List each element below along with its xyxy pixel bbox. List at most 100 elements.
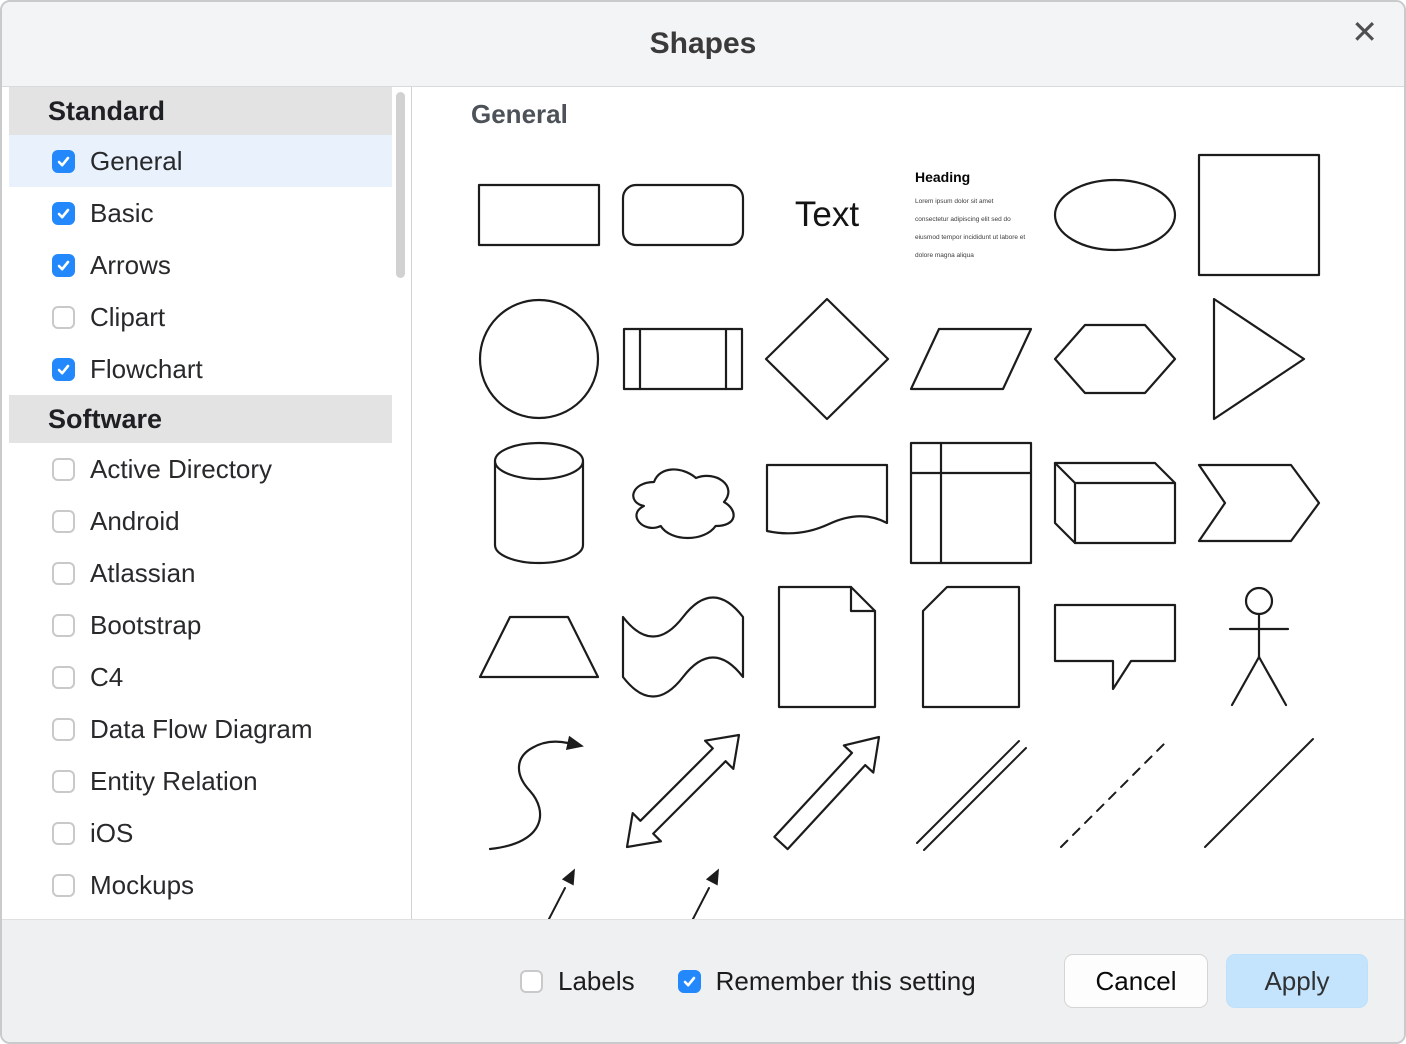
cancel-button[interactable]: Cancel: [1064, 954, 1208, 1008]
card-icon: [921, 585, 1021, 709]
dialog-titlebar: Shapes ✕: [2, 2, 1404, 87]
sidebar-item-flowchart[interactable]: Flowchart: [9, 343, 392, 395]
sidebar-scrollbar-thumb[interactable]: [396, 92, 405, 278]
sidebar-item-mockups[interactable]: Mockups: [9, 859, 392, 911]
checkbox-arrows[interactable]: [52, 253, 75, 277]
sidebar-item-label: Entity Relation: [90, 765, 258, 796]
sidebar-item-android[interactable]: Android: [9, 495, 392, 547]
process-icon: [622, 327, 744, 391]
shape-hexagon[interactable]: [1043, 287, 1187, 431]
labels-checkbox[interactable]: [520, 969, 543, 993]
sidebar-item-label: Android: [90, 505, 180, 536]
shape-text[interactable]: Text: [755, 143, 899, 287]
textbox-title: Heading: [915, 168, 971, 185]
checkbox-active-directory[interactable]: [52, 457, 75, 481]
sidebar-item-label: Flowchart: [90, 353, 203, 384]
shape-link[interactable]: [899, 719, 1043, 863]
sidebar-item-data-flow-diagram[interactable]: Data Flow Diagram: [9, 703, 392, 755]
shape-directional-edge[interactable]: [611, 863, 755, 919]
labels-checkbox-row[interactable]: Labels: [520, 966, 635, 997]
curve-icon: [488, 735, 584, 851]
checkbox-clipart[interactable]: [52, 305, 75, 329]
remember-checkbox-row[interactable]: Remember this setting: [677, 965, 976, 997]
bidirectional-arrow-icon: [625, 733, 741, 849]
checkbox-data-flow-diagram[interactable]: [52, 717, 75, 741]
shape-bidirectional-arrow[interactable]: [611, 719, 755, 863]
sidebar-item-ios[interactable]: iOS: [9, 807, 392, 859]
checkbox-atlassian[interactable]: [52, 561, 75, 585]
shape-square[interactable]: [1187, 143, 1331, 287]
shape-triangle[interactable]: [1187, 287, 1331, 431]
shape-rounded-rectangle[interactable]: [611, 143, 755, 287]
sidebar-item-label: Active Directory: [90, 453, 273, 484]
checkbox-ios[interactable]: [52, 821, 75, 845]
shape-process[interactable]: [611, 287, 755, 431]
shape-directional-edge[interactable]: [467, 863, 611, 919]
sidebar-item-label: Mockups: [90, 869, 195, 900]
diamond-icon: [764, 297, 890, 421]
checkbox-android[interactable]: [52, 509, 75, 533]
shape-actor[interactable]: [1187, 575, 1331, 719]
shape-note[interactable]: [755, 575, 899, 719]
sidebar-item-clipart[interactable]: Clipart: [9, 291, 392, 343]
shape-step[interactable]: [1187, 431, 1331, 575]
sidebar-item-general[interactable]: General: [9, 135, 392, 187]
sidebar-item-bootstrap[interactable]: Bootstrap: [9, 599, 392, 651]
checkbox-basic[interactable]: [52, 201, 75, 225]
checkbox-bootstrap[interactable]: [52, 613, 75, 637]
checkbox-c4[interactable]: [52, 665, 75, 689]
shape-trapezoid[interactable]: [467, 575, 611, 719]
checkbox-general[interactable]: [52, 149, 75, 173]
square-icon: [1197, 153, 1321, 277]
directional-edge-icon: [547, 868, 575, 919]
sidebar-item-active-directory[interactable]: Active Directory: [9, 443, 392, 495]
triangle-icon: [1212, 297, 1306, 421]
shape-internal-storage[interactable]: [899, 431, 1043, 575]
sidebar-item-basic[interactable]: Basic: [9, 187, 392, 239]
shape-rectangle[interactable]: [467, 143, 611, 287]
labels-checkbox-label: Labels: [558, 965, 635, 996]
shape-diamond[interactable]: [755, 287, 899, 431]
sidebar-item-entity-relation[interactable]: Entity Relation: [9, 755, 392, 807]
tape-icon: [621, 596, 745, 698]
checkbox-flowchart[interactable]: [52, 357, 75, 381]
shape-document[interactable]: [755, 431, 899, 575]
shape-curve[interactable]: [467, 719, 611, 863]
shape-parallelogram[interactable]: [899, 287, 1043, 431]
shape-circle[interactable]: [467, 287, 611, 431]
rectangle-icon: [477, 183, 601, 247]
shape-ellipse[interactable]: [1043, 143, 1187, 287]
sidebar-item-label: iOS: [90, 817, 134, 848]
shape-tape[interactable]: [611, 575, 755, 719]
checkbox-mockups[interactable]: [52, 873, 75, 897]
sidebar-item-label: Basic: [90, 197, 154, 228]
trapezoid-icon: [478, 615, 600, 679]
shape-line[interactable]: [1187, 719, 1331, 863]
shape-cube[interactable]: [1043, 431, 1187, 575]
remember-checkbox-label: Remember this setting: [715, 965, 976, 996]
ellipse-icon: [1053, 178, 1177, 252]
sidebar-item-atlassian[interactable]: Atlassian: [9, 547, 392, 599]
shape-callout[interactable]: [1043, 575, 1187, 719]
shape-cylinder[interactable]: [467, 431, 611, 575]
shape-card[interactable]: [899, 575, 1043, 719]
dashed-line-icon: [1060, 738, 1170, 848]
sidebar-item-arrows[interactable]: Arrows: [9, 239, 392, 291]
apply-button[interactable]: Apply: [1226, 954, 1368, 1008]
shape-arrow[interactable]: [755, 719, 899, 863]
checkbox-entity-relation[interactable]: [52, 769, 75, 793]
sidebar-item-c4[interactable]: C4: [9, 651, 392, 703]
remember-checkbox[interactable]: [677, 969, 701, 993]
shape-cloud[interactable]: [611, 431, 755, 575]
shape-dashed-line[interactable]: [1043, 719, 1187, 863]
close-icon[interactable]: ✕: [1351, 14, 1378, 50]
callout-icon: [1053, 603, 1177, 691]
line-icon: [1204, 738, 1314, 848]
